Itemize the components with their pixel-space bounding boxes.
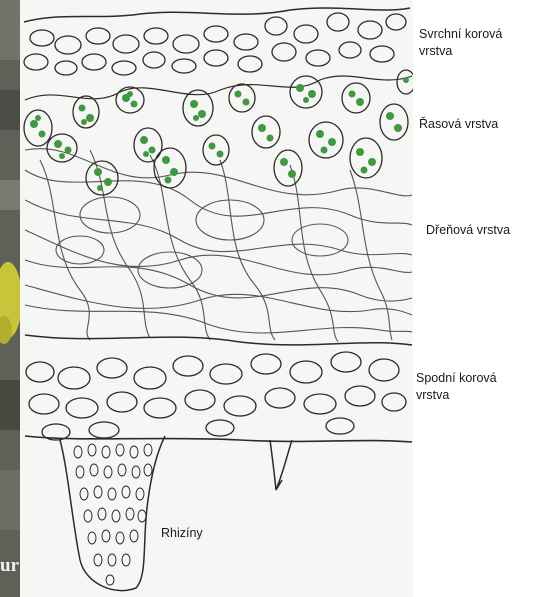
- label-upper-cortex: Svrchní korová vrstva: [419, 26, 502, 60]
- layer-labels-panel: Svrchní korová vrstva Řasová vrstva Dřeň…: [413, 0, 539, 597]
- lichen-photo-texture: [0, 0, 20, 597]
- medulla-hyphae: [25, 149, 412, 345]
- lower-cortex-layer: [25, 352, 412, 442]
- upper-cortex-layer: [24, 8, 410, 75]
- rhizine-cells: [74, 444, 152, 585]
- label-algal-layer: Řasová vrstva: [419, 116, 498, 133]
- lichen-cross-section-drawing: Rhizíny: [20, 0, 413, 597]
- algal-layer: [24, 70, 413, 195]
- cross-section-svg: [20, 0, 413, 597]
- strip-caption-fragment: ur: [0, 555, 20, 577]
- label-medulla: Dřeňová vrstva: [426, 222, 510, 239]
- label-rhizines: Rhizíny: [161, 526, 203, 540]
- label-lower-cortex: Spodní korová vrstva: [416, 370, 497, 404]
- rhizine-structures: [60, 436, 292, 591]
- photo-strip: ur: [0, 0, 20, 597]
